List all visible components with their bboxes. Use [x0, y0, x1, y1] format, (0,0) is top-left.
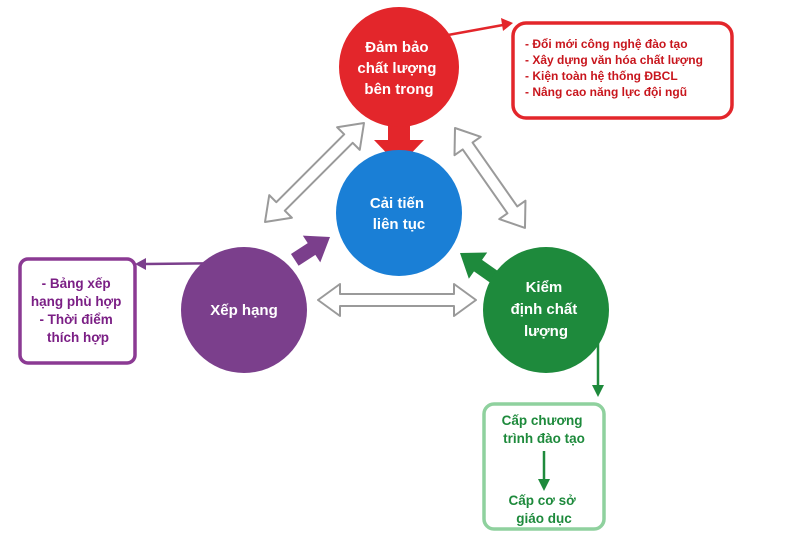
svg-text:- Bảng xếp hạng phù hợp: - Bảng xếp hạng phù hợp - Thời điểm thíc…	[31, 276, 125, 345]
arrow-left-to-center	[290, 235, 330, 266]
svg-text:Cải tiến liên tục: Cải tiến liên tục	[370, 195, 428, 233]
double-arrows	[264, 122, 527, 317]
box-purple-line-1: - Bảng xếp	[42, 276, 111, 291]
node-left-line-1: Xếp hạng	[210, 302, 278, 319]
connector-green	[592, 342, 604, 397]
box-purple-line-3: - Thời điểm	[39, 312, 112, 327]
node-top-line-1: Đảm bảo	[365, 39, 428, 56]
node-left: Xếp hạng	[181, 247, 307, 373]
node-top: Đảm bảo chất lượng bên trong	[339, 7, 459, 127]
node-top-line-2: chất lượng	[357, 60, 436, 77]
box-green-top-line-1: Cấp chương	[502, 413, 583, 428]
svg-text:Đảm bảo chất lượng: Đảm bảo chất lượng bên trong	[357, 39, 440, 98]
box-red: - Đổi mới công nghệ đào tạo - Xây dựng v…	[511, 21, 734, 120]
box-green-bottom-line-2: giáo dục	[516, 511, 572, 526]
box-purple-line-4: thích hợp	[47, 330, 109, 345]
double-arrow-top-left	[264, 122, 365, 223]
arrow-right-to-center	[460, 252, 499, 283]
box-red-item-3: - Kiện toàn hệ thống ĐBCL	[525, 69, 677, 83]
box-purple: - Bảng xếp hạng phù hợp - Thời điểm thíc…	[18, 257, 137, 365]
node-right-line-3: lượng	[524, 323, 568, 340]
double-arrow-top-right	[453, 127, 527, 229]
double-arrow-bottom	[317, 283, 477, 317]
node-center-line-2: liên tục	[373, 216, 426, 233]
box-green: Cấp chương trình đào tạo Cấp cơ sở giáo …	[482, 402, 606, 531]
node-center: Cải tiến liên tục	[336, 150, 462, 276]
svg-text:Xếp hạng: Xếp hạng	[210, 302, 278, 319]
box-red-item-2: - Xây dựng văn hóa chất lượng	[525, 53, 703, 67]
box-green-bottom-line-1: Cấp cơ sở	[509, 493, 577, 508]
svg-text:Cấp cơ sở giáo dục: Cấp cơ sở giáo dục	[509, 493, 580, 526]
node-right-line-2: định chất	[511, 301, 578, 318]
svg-text:- Đổi mới công nghệ đào tạo: - Đổi mới công nghệ đào tạo - Xây dựng v…	[525, 37, 706, 99]
node-right-line-1: Kiểm	[526, 279, 563, 296]
box-green-inner-arrow	[538, 451, 550, 491]
svg-text:Cấp chương trình đào tạo: Cấp chương trình đào tạo	[502, 413, 587, 446]
box-green-top-line-2: trình đào tạo	[503, 431, 585, 446]
node-top-line-3: bên trong	[364, 81, 433, 98]
node-center-line-1: Cải tiến	[370, 195, 424, 212]
svg-text:Kiểm định chất lượ: Kiểm định chất lượng	[511, 279, 582, 340]
box-red-item-4: - Nâng cao năng lực đội ngũ	[525, 85, 687, 99]
solid-arrows	[290, 118, 499, 283]
box-purple-line-2: hạng phù hợp	[31, 294, 122, 309]
box-red-item-1: - Đổi mới công nghệ đào tạo	[525, 37, 688, 51]
node-right: Kiểm định chất lượng	[483, 247, 609, 373]
arrow-top-to-center	[374, 118, 424, 166]
